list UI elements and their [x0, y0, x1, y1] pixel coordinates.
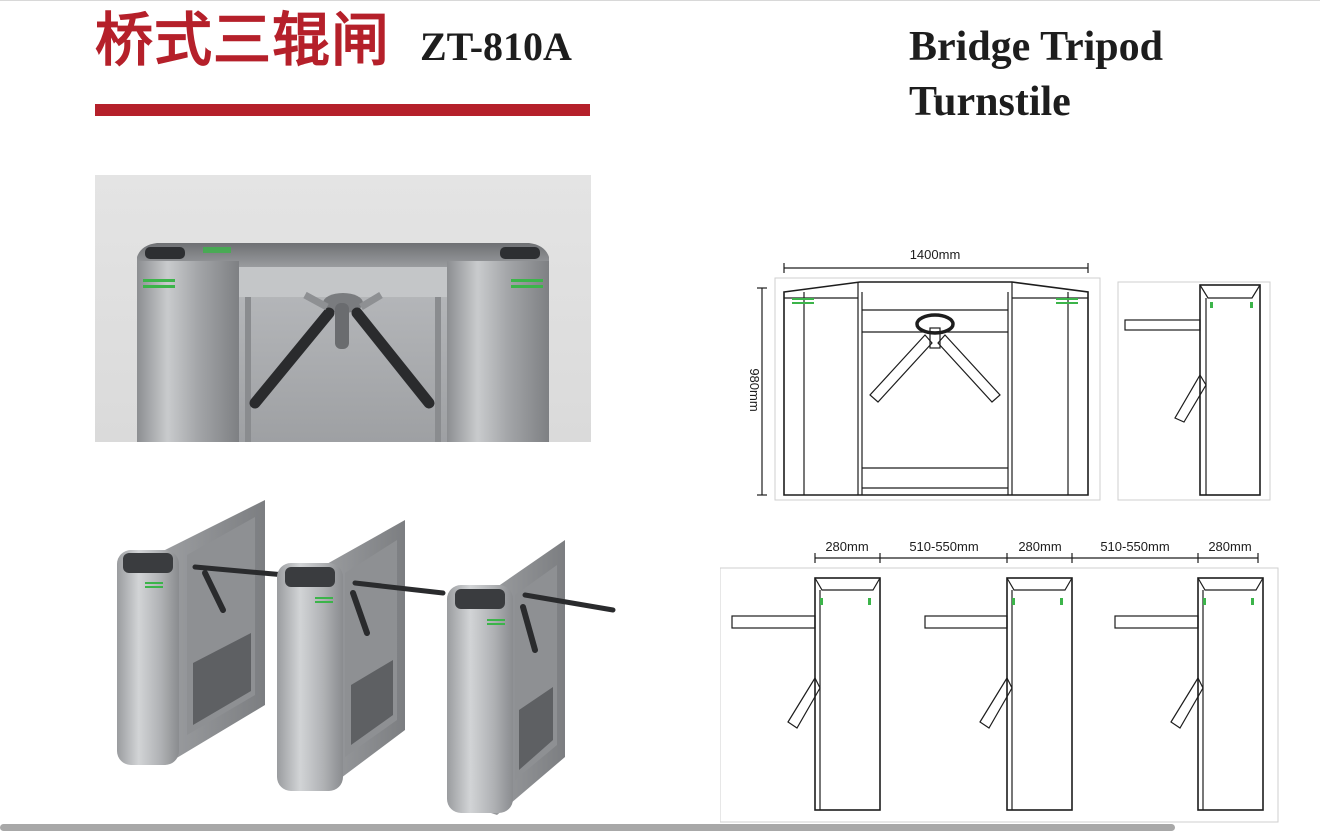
- title-english: Bridge Tripod Turnstile: [909, 20, 1163, 130]
- title-underline: [95, 104, 590, 116]
- technical-drawing: 1400mm 980mm 280mm 510-550mm 280mm 510-5…: [720, 247, 1279, 823]
- dim-width: 1400mm: [910, 247, 961, 262]
- dim-spacing-2: 510-550mm: [909, 539, 978, 554]
- product-closeup-photo: [95, 175, 591, 442]
- model-number: ZT-810A: [420, 24, 572, 69]
- horizontal-scrollbar[interactable]: [0, 824, 1175, 831]
- dim-spacing-1: 280mm: [825, 539, 868, 554]
- dim-height: 980mm: [747, 368, 762, 411]
- title-chinese: 桥式三辊闸: [95, 6, 391, 74]
- top-border: [0, 0, 1320, 1]
- title-english-line1: Bridge Tripod: [909, 24, 1163, 70]
- product-lineup-photo: [117, 500, 616, 815]
- title-english-line2: Turnstile: [909, 79, 1071, 125]
- dim-spacing-5: 280mm: [1208, 539, 1251, 554]
- dim-spacing-4: 510-550mm: [1100, 539, 1169, 554]
- dim-spacing-3: 280mm: [1018, 539, 1061, 554]
